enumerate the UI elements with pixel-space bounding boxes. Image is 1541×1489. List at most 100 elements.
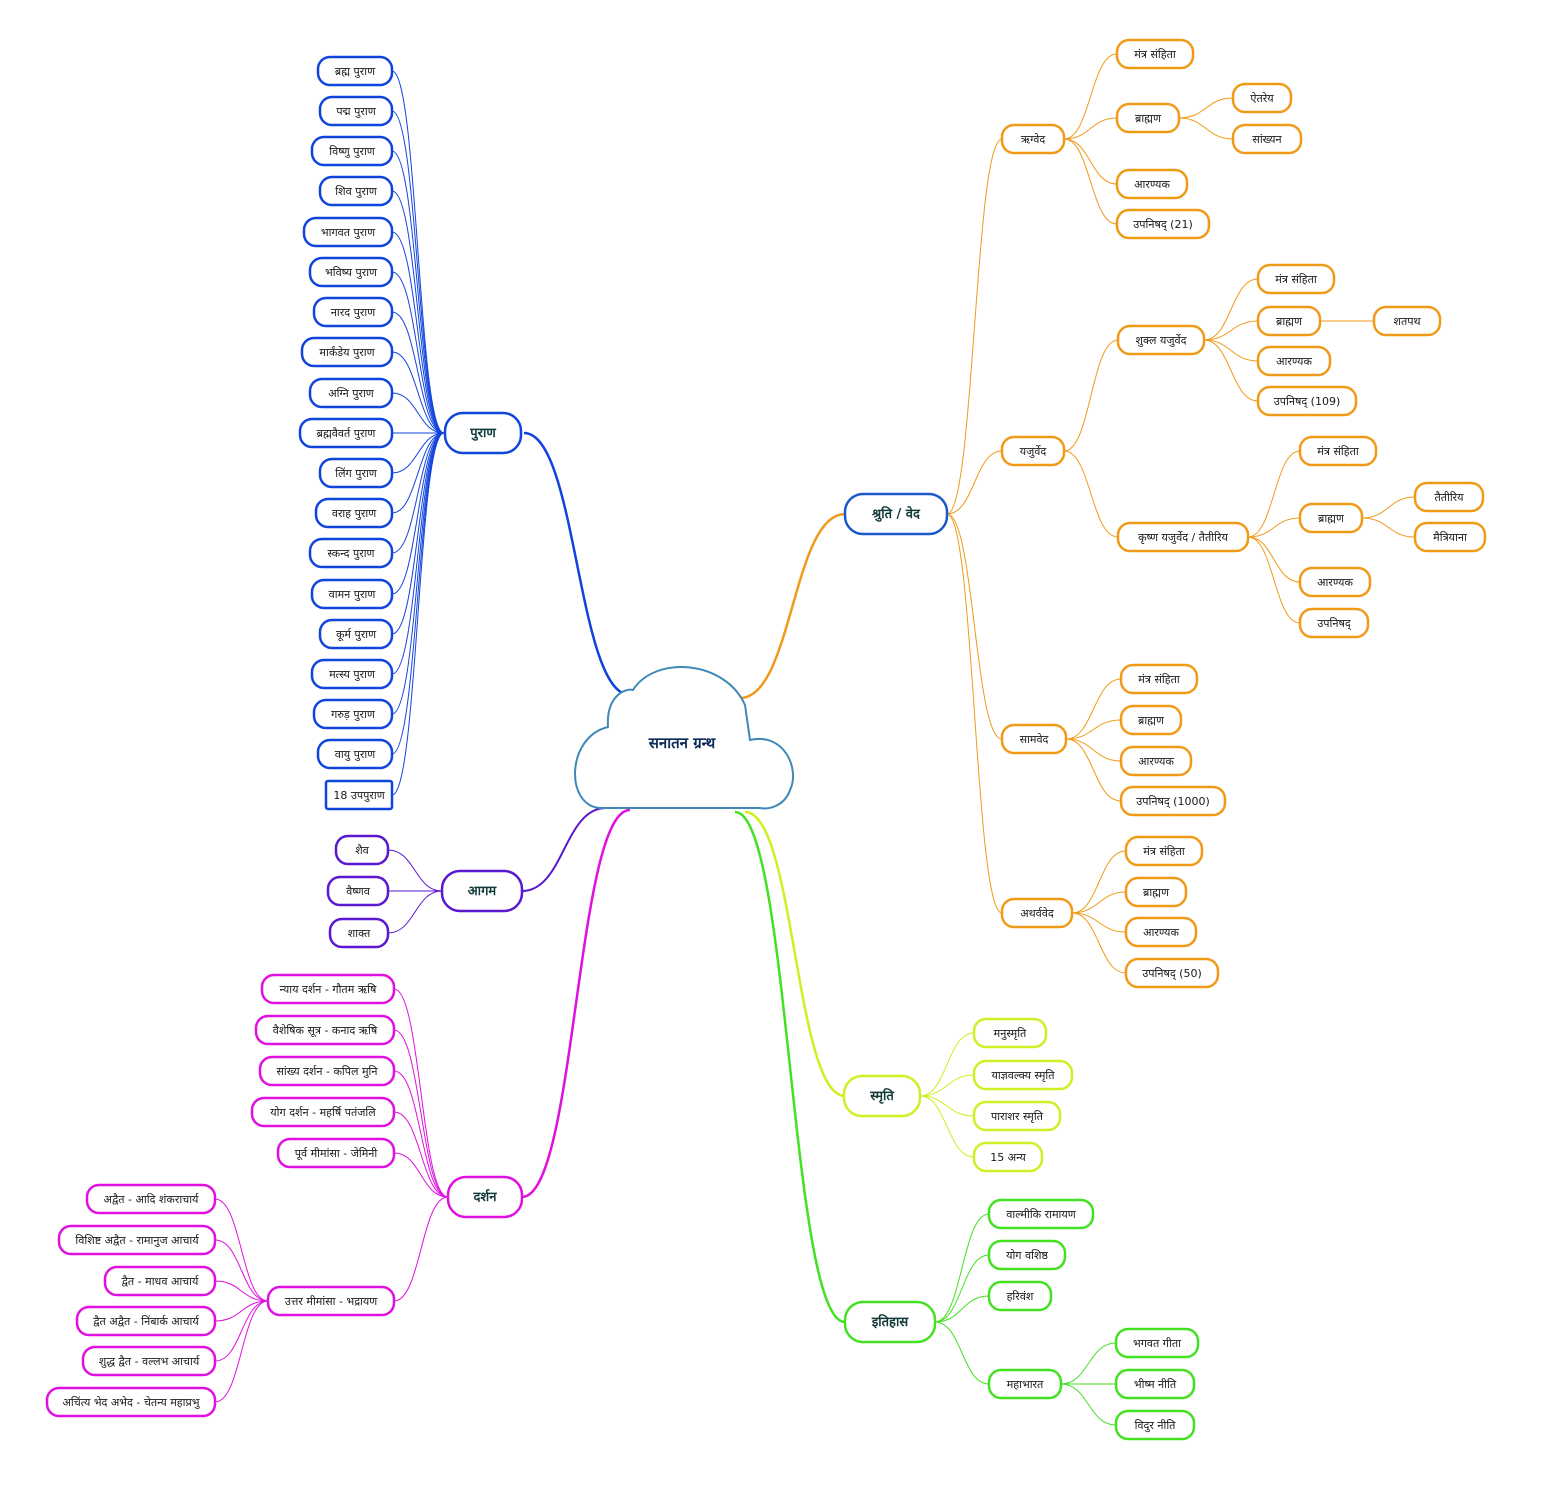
purana-item-18[interactable]: 18 उपपुराण xyxy=(324,779,394,811)
shukla-aranyak[interactable]: आरण्यक xyxy=(1256,345,1332,377)
uttar-item-0[interactable]: अद्वैत - आदि शंकराचार्य xyxy=(85,1183,217,1215)
mahabharat-item-2[interactable]: विदुर नीति xyxy=(1114,1409,1196,1441)
krishna-maitrayana[interactable]: मैत्रियाना xyxy=(1413,521,1487,553)
smriti-item-2[interactable]: पाराशर स्मृति xyxy=(972,1100,1062,1132)
edge-krishna-brahman xyxy=(1247,517,1301,538)
itihas-item-2[interactable]: हरिवंश xyxy=(987,1280,1053,1312)
samaveda-aranyak[interactable]: आरण्यक xyxy=(1119,745,1193,777)
purana-item-14-label: कूर्म पुराण xyxy=(336,628,377,642)
rigveda-aitareya-frame xyxy=(1231,82,1293,114)
branch-agam[interactable]: आगम xyxy=(440,869,524,913)
darshan-item-2[interactable]: सांख्य दर्शन - कपिल मुनि xyxy=(258,1055,396,1087)
shukla-brahman[interactable]: ब्राह्मण xyxy=(1256,305,1322,337)
yajur-shukla[interactable]: शुक्ल यजुर्वेद xyxy=(1116,324,1206,356)
edge-purana-18 xyxy=(391,432,445,796)
rigveda-sankhyan[interactable]: सांख्यन xyxy=(1231,123,1303,155)
uttar-item-3[interactable]: द्वैत अद्वैत - निंबार्क आचार्य xyxy=(75,1305,217,1337)
purana-item-9[interactable]: ब्रह्मवैवर्त पुराण xyxy=(298,417,394,449)
samaveda-upanishad[interactable]: उपनिषद् (1000) xyxy=(1119,785,1227,817)
agam-item-2[interactable]: शाक्त xyxy=(328,917,390,949)
mahabharat-item-1[interactable]: भीष्म नीति xyxy=(1114,1368,1196,1400)
krishna-aranyak[interactable]: आरण्यक xyxy=(1298,566,1372,598)
itihas-mahabharat[interactable]: महाभारत xyxy=(987,1368,1063,1400)
samaveda-mantra[interactable]: मंत्र संहिता xyxy=(1119,663,1199,695)
shukla-shatapath[interactable]: शतपथ xyxy=(1372,305,1442,337)
branch-itihas[interactable]: इतिहास xyxy=(843,1300,937,1344)
uttar-item-4[interactable]: शुद्ध द्वैत - वल्लभ आचार्य xyxy=(81,1345,217,1377)
edge-yajur-shukla xyxy=(1063,339,1119,452)
darshan-item-3[interactable]: योग दर्शन - महर्षि पतंजलि xyxy=(250,1096,396,1128)
uttar-item-1[interactable]: विशिष्ट अद्वैत - रामानुज आचार्य xyxy=(57,1224,217,1256)
edge-purana-8 xyxy=(391,392,445,434)
veda-samaveda[interactable]: सामवेद xyxy=(1000,723,1068,755)
purana-item-13[interactable]: वामन पुराण xyxy=(310,578,394,610)
itihas-item-2-label: हरिवंश xyxy=(1007,1290,1034,1303)
darshan-uttar-mimamsa[interactable]: उत्तर मीमांसा - भद्रायण xyxy=(266,1285,396,1317)
rigveda-upanishad[interactable]: उपनिषद् (21) xyxy=(1115,208,1211,240)
agam-item-1[interactable]: वैष्णव xyxy=(326,875,390,907)
purana-item-8[interactable]: अग्नि पुराण xyxy=(308,377,394,409)
rigveda-mantra[interactable]: मंत्र संहिता xyxy=(1115,38,1195,70)
darshan-item-4[interactable]: पूर्व मीमांसा - जेमिनी xyxy=(276,1137,396,1169)
purana-item-2[interactable]: विष्णु पुराण xyxy=(310,135,394,167)
root-cloud[interactable] xyxy=(574,666,795,810)
purana-item-3[interactable]: शिव पुराण xyxy=(318,175,394,207)
branch-smriti[interactable]: स्मृति xyxy=(842,1074,922,1118)
atharva-aranyak-label: आरण्यक xyxy=(1143,926,1179,939)
purana-item-14[interactable]: कूर्म पुराण xyxy=(318,618,394,650)
edge-purana-12 xyxy=(391,432,445,554)
purana-item-15[interactable]: मत्स्य पुराण xyxy=(310,658,394,690)
purana-item-5[interactable]: भविष्य पुराण xyxy=(308,256,394,288)
purana-item-7[interactable]: मार्कंडेय पुराण xyxy=(300,336,394,368)
smriti-item-0[interactable]: मनुस्मृति xyxy=(972,1017,1048,1049)
mahabharat-item-0[interactable]: भगवत गीता xyxy=(1114,1327,1200,1359)
edge-samaveda-brahman xyxy=(1065,719,1122,740)
shukla-mantra[interactable]: मंत्र संहिता xyxy=(1256,263,1336,295)
purana-item-16[interactable]: गरुड़ पुराण xyxy=(312,698,394,730)
edge-uttar-0 xyxy=(214,1198,269,1302)
edge-krishna-upanishad xyxy=(1247,536,1301,624)
smriti-item-3[interactable]: 15 अन्य xyxy=(972,1141,1044,1173)
purana-item-10[interactable]: लिंग पुराण xyxy=(318,457,394,489)
veda-rigveda[interactable]: ऋग्वेद xyxy=(1000,123,1066,155)
purana-item-7-frame xyxy=(300,336,394,368)
krishna-brahman[interactable]: ब्राह्मण xyxy=(1298,502,1364,534)
shukla-upanishad[interactable]: उपनिषद् (109) xyxy=(1256,385,1358,417)
krishna-upanishad-frame xyxy=(1298,607,1370,639)
veda-yajurveda[interactable]: यजुर्वेद xyxy=(1000,435,1066,467)
itihas-item-0[interactable]: वाल्मीकि रामायण xyxy=(987,1198,1095,1230)
yajur-krishna[interactable]: कृष्ण यजुर्वेद / तैतीरिय xyxy=(1116,521,1250,553)
rigveda-aranyak[interactable]: आरण्यक xyxy=(1115,168,1189,200)
veda-atharvaveda[interactable]: अथर्ववेद xyxy=(1000,897,1074,929)
smriti-item-1[interactable]: याज्ञवल्क्य स्मृति xyxy=(972,1059,1074,1091)
purana-item-17[interactable]: वायु पुराण xyxy=(316,738,394,770)
itihas-item-1[interactable]: योग वशिष्ठ xyxy=(987,1239,1067,1271)
atharva-upanishad[interactable]: उपनिषद् (50) xyxy=(1124,957,1220,989)
branch-shruti[interactable]: श्रुति / वेद xyxy=(843,492,949,536)
darshan-item-3-frame xyxy=(250,1096,396,1128)
uttar-item-5[interactable]: अचिंत्य भेद अभेद - चेतन्य महाप्रभु xyxy=(45,1386,217,1418)
purana-item-12[interactable]: स्कन्द पुराण xyxy=(308,537,394,569)
atharva-aranyak[interactable]: आरण्यक xyxy=(1124,916,1198,948)
purana-item-0[interactable]: ब्रह्म पुराण xyxy=(316,55,394,87)
darshan-item-0[interactable]: न्याय दर्शन - गौतम ऋषि xyxy=(260,973,396,1005)
itihas-item-1-frame xyxy=(987,1239,1067,1271)
branch-purana[interactable]: पुराण xyxy=(443,411,523,455)
purana-item-6[interactable]: नारद पुराण xyxy=(312,296,394,328)
krishna-mantra[interactable]: मंत्र संहिता xyxy=(1298,435,1378,467)
uttar-item-2[interactable]: द्वैत - माधव आचार्य xyxy=(103,1265,217,1297)
krishna-upanishad[interactable]: उपनिषद् xyxy=(1298,607,1370,639)
branch-darshan[interactable]: दर्शन xyxy=(446,1175,524,1219)
atharva-mantra[interactable]: मंत्र संहिता xyxy=(1124,835,1204,867)
atharva-brahman[interactable]: ब्राह्मण xyxy=(1124,876,1188,908)
samaveda-brahman[interactable]: ब्राह्मण xyxy=(1119,704,1183,736)
purana-item-1[interactable]: पद्म पुराण xyxy=(318,95,394,127)
darshan-item-1[interactable]: वैशेषिक सूत्र - कनाद ऋषि xyxy=(254,1014,396,1046)
rigveda-brahman[interactable]: ब्राह्मण xyxy=(1115,102,1181,134)
agam-item-0[interactable]: शैव xyxy=(334,834,390,866)
purana-item-4[interactable]: भागवत पुराण xyxy=(302,216,394,248)
krishna-taittiriya[interactable]: तैतीरिय xyxy=(1413,481,1485,513)
purana-item-11[interactable]: वराह पुराण xyxy=(314,497,394,529)
rigveda-aitareya[interactable]: ऐतरेय xyxy=(1231,82,1293,114)
edge-krishna-maitrayana xyxy=(1361,517,1416,538)
